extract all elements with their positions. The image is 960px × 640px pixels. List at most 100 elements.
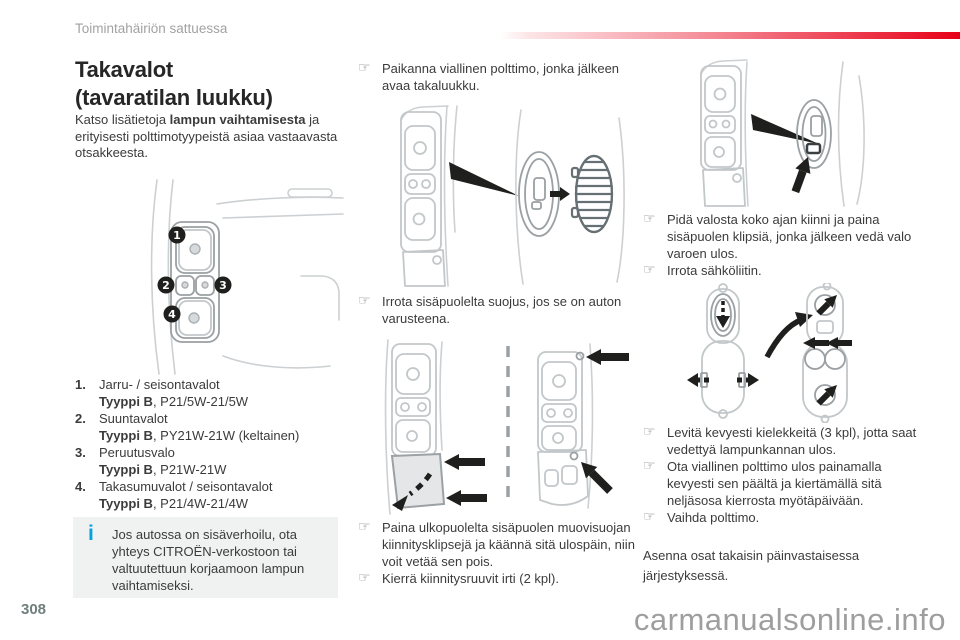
bulb-list-item: 2. Suuntavalot Tyyppi B, PY21W-21W (kelt…	[75, 410, 351, 444]
svg-text:3: 3	[219, 279, 227, 292]
item-number: 3.	[75, 445, 86, 460]
step-hold-lamp: ☞ Pidä valosta koko ajan kiinni ja paina…	[643, 211, 925, 262]
section-header: Toimintahäiriön sattuessa	[75, 21, 228, 36]
press-down-arrow-icon	[716, 301, 730, 328]
bulb-spec: , PY21W-21W (keltainen)	[152, 428, 300, 443]
flip-over-arrow-icon	[764, 312, 813, 359]
pointing-hand-icon: ☞	[643, 211, 656, 227]
step-replace-bulb: ☞ Vaihda polttimo.	[643, 509, 925, 526]
bulb-type: Tyyppi B	[99, 428, 153, 443]
closing-paragraph: Asenna osat takaisin päinvastaisessa jär…	[643, 548, 860, 583]
bulb-name: Jarru- / seisontavalot	[99, 377, 220, 392]
arrow-left-icon	[446, 490, 487, 506]
watermark: carmanualsonline.info	[633, 602, 946, 637]
bulb-spec: , P21W-21W	[152, 462, 227, 477]
item-number: 1.	[75, 377, 86, 392]
bulb-type: Tyyppi B	[99, 496, 153, 511]
pointing-hand-icon: ☞	[643, 509, 656, 525]
bulb-type: Tyyppi B	[99, 394, 153, 409]
step-locate-bulb: ☞ Paikanna viallinen polttimo, jonka jäl…	[358, 60, 636, 94]
svg-text:4: 4	[168, 308, 176, 321]
step-text: Ota viallinen polttimo ulos painamalla k…	[667, 459, 882, 508]
svg-text:2: 2	[162, 279, 170, 292]
lamp-cluster	[700, 65, 746, 207]
pointing-hand-icon: ☞	[643, 458, 656, 474]
step-text: Vaihda polttimo.	[667, 510, 760, 525]
step-press-clips: ☞ Paina ulkopuolelta sisäpuolen muovisuo…	[358, 519, 636, 570]
arrow-up-right-icon	[791, 157, 811, 194]
step-remove-bulb: ☞ Ota viallinen polttimo ulos painamalla…	[643, 458, 925, 509]
item-number: 4.	[75, 479, 86, 494]
bulb-type: Tyyppi B	[99, 462, 153, 477]
bulb-holder-diagram	[687, 283, 852, 423]
step-text: Irrota sähköliitin.	[667, 263, 762, 278]
pointing-hand-icon: ☞	[358, 570, 371, 586]
step-text: Kierrä kiinnitysruuvit irti (2 kpl).	[382, 571, 559, 586]
lamp-cluster	[170, 221, 220, 343]
bulb-spec: , P21/5W-21/5W	[152, 394, 249, 409]
bulb-spec: , P21/4W-21/4W	[152, 496, 249, 511]
small-arrow-icon	[550, 187, 570, 201]
intro-text-end: ja erityisesti polttimotyypeistä asiaa v…	[75, 112, 338, 160]
accent-bar	[500, 32, 960, 39]
right-steps-top: ☞ Pidä valosta koko ajan kiinni ja paina…	[643, 211, 925, 279]
info-icon: i	[88, 522, 94, 545]
access-hole	[796, 61, 865, 207]
spread-tabs-arrows-icon	[687, 373, 759, 387]
lamp-cluster-left	[390, 343, 446, 510]
grille-cover	[570, 154, 614, 234]
callout-wedge-arrow	[449, 162, 519, 196]
pointing-hand-icon: ☞	[643, 262, 656, 278]
lamp-cluster	[400, 111, 446, 287]
bulb-list-item: 4. Takasumuvalot / seisontavalot Tyyppi …	[75, 478, 351, 512]
step-text: Irrota sisäpuolelta suojus, jos se on au…	[382, 294, 622, 326]
bulb-name: Suuntavalot	[99, 411, 168, 426]
access-cover-diagram	[400, 105, 625, 287]
intro-bold-ref: lampun vaihtamisesta	[169, 112, 306, 127]
clip-and-screw-diagram	[384, 339, 629, 515]
pointing-hand-icon: ☞	[643, 424, 656, 440]
title-line1: Takavalot	[75, 57, 174, 82]
page-title: Takavalot (tavaratilan luukku)	[75, 56, 273, 112]
arrow-left-icon	[826, 337, 852, 349]
item-number: 2.	[75, 411, 86, 426]
step-text: Paikanna viallinen polttimo, jonka jälke…	[382, 61, 620, 93]
retaining-clip	[805, 142, 822, 155]
pointing-hand-icon: ☞	[358, 293, 371, 309]
info-box-text: Jos autossa on sisäverhoilu, ota yhteys …	[112, 527, 305, 593]
pointing-hand-icon: ☞	[358, 519, 371, 535]
middle-steps-bottom: ☞ Paina ulkopuolelta sisäpuolen muovisuo…	[358, 519, 636, 587]
callout-wedge-arrow	[751, 114, 819, 144]
bulb-type-list: 1. Jarru- / seisontavalot Tyyppi B, P21/…	[75, 376, 351, 512]
bulb-name: Takasumuvalot / seisontavalot	[99, 479, 273, 494]
bulb-list-item: 1. Jarru- / seisontavalot Tyyppi B, P21/…	[75, 376, 351, 410]
rotate-out-arrow-icon	[392, 472, 433, 511]
info-box: i Jos autossa on sisäverhoilu, ota yhtey…	[73, 517, 338, 598]
step-spread-tabs: ☞ Levitä kevyesti kielekkeitä (3 kpl), j…	[643, 424, 925, 458]
title-line2: (tavaratilan luukku)	[75, 85, 273, 110]
callout-3: 3	[214, 276, 232, 294]
plastic-cover	[390, 452, 446, 510]
step-remove-cover: ☞ Irrota sisäpuolelta suojus, jos se on …	[358, 293, 636, 327]
callout-1: 1	[168, 226, 186, 244]
step-text: Pidä valosta koko ajan kiinni ja paina s…	[667, 212, 912, 261]
arrow-left-icon	[586, 349, 629, 365]
step-unscrew: ☞ Kierrä kiinnitysruuvit irti (2 kpl).	[358, 570, 636, 587]
step-disconnect: ☞ Irrota sähköliitin.	[643, 262, 925, 279]
svg-text:1: 1	[173, 229, 181, 242]
page-number: 308	[21, 601, 47, 618]
step-text: Levitä kevyesti kielekkeitä (3 kpl), jot…	[667, 425, 917, 457]
arrow-left-icon	[444, 454, 485, 470]
right-steps-bottom: ☞ Levitä kevyesti kielekkeitä (3 kpl), j…	[643, 424, 925, 526]
intro-text: Katso lisätietoja	[75, 112, 170, 127]
release-clip-diagram	[700, 59, 865, 207]
step-text: Paina ulkopuolelta sisäpuolen muovisuoja…	[382, 520, 635, 569]
callout-2: 2	[157, 276, 175, 294]
access-hole	[515, 109, 625, 285]
callout-4: 4	[163, 305, 181, 323]
arrow-up-left-icon	[581, 462, 613, 494]
rear-lamp-location-diagram: 1 2 3 4	[150, 179, 344, 375]
pointing-hand-icon: ☞	[358, 60, 371, 76]
intro-paragraph: Katso lisätietoja lampun vaihtamisesta j…	[75, 112, 347, 162]
